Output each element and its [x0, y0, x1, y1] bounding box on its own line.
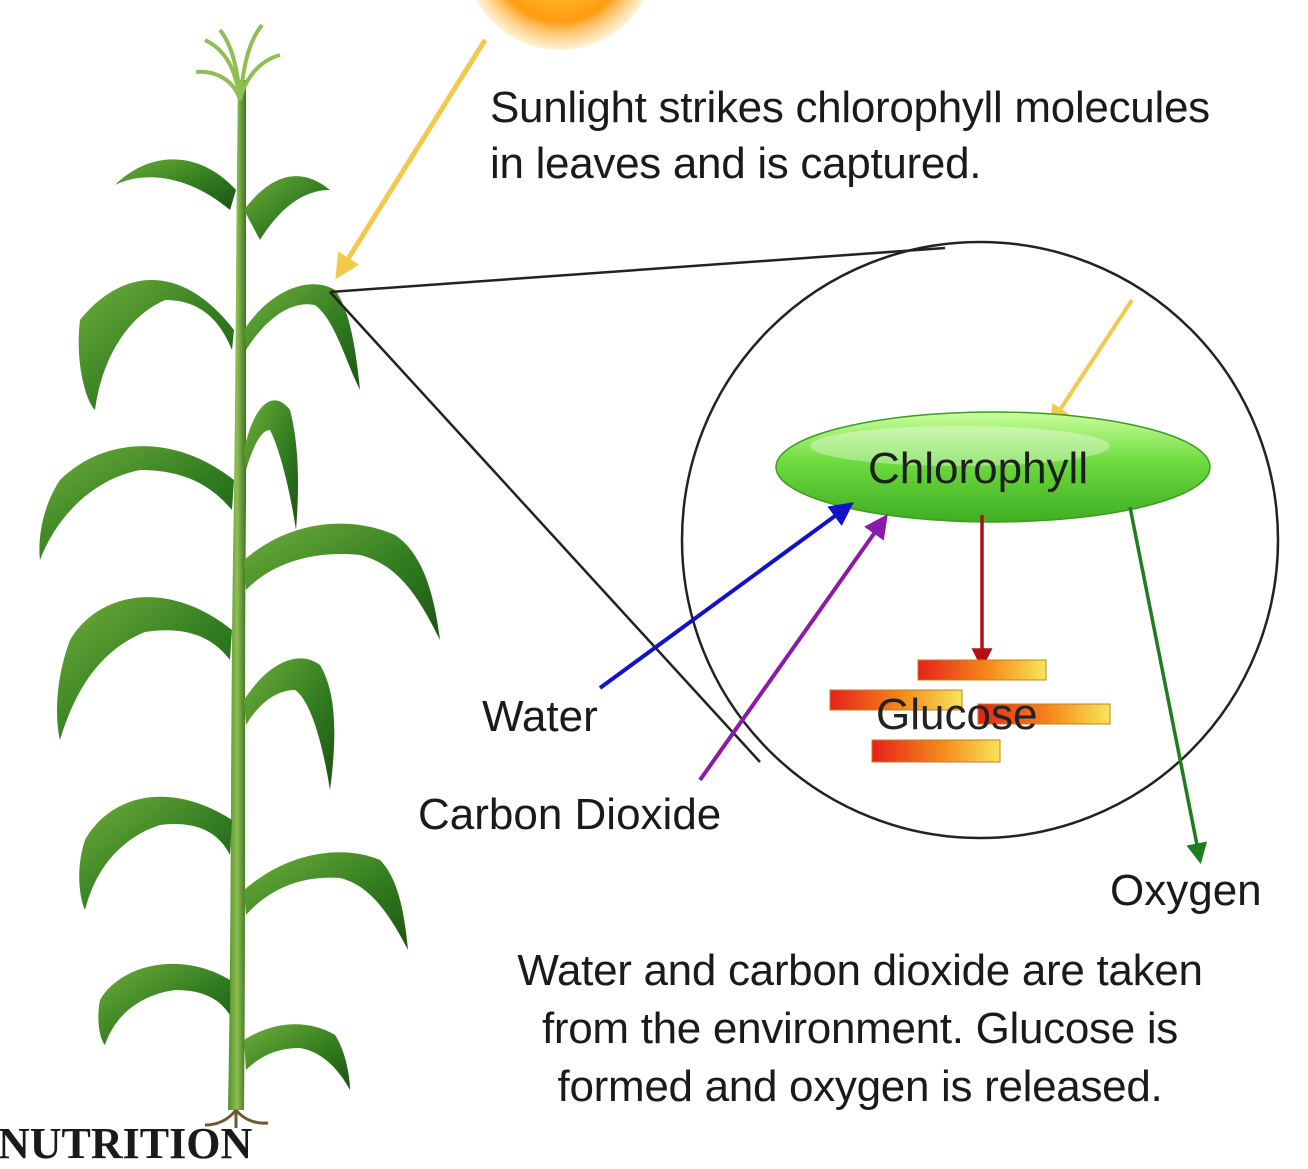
- carbon-dioxide-arrow: [698, 514, 888, 782]
- corn-plant-illustration: [39, 23, 440, 1128]
- magnified-view-circle: [680, 240, 1280, 840]
- zoom-line-top: [329, 246, 946, 294]
- carbon-dioxide-label: Carbon Dioxide: [418, 790, 722, 839]
- oxygen-label: Oxygen: [1110, 866, 1262, 915]
- sun-icon: [476, 0, 644, 50]
- water-arrow: [598, 502, 854, 690]
- zoom-line-bottom: [329, 291, 761, 763]
- top-caption: Sunlight strikes chlorophyll molecules i…: [490, 80, 1210, 192]
- sunlight-arrow-inner: [1049, 298, 1134, 426]
- sunlight-arrow: [335, 38, 488, 280]
- bottom-caption-line-3: formed and oxygen is released.: [557, 1062, 1163, 1111]
- glucose-bars: [829, 659, 1111, 763]
- chlorophyll-ellipse: [775, 411, 1211, 523]
- top-caption-line-1: Sunlight strikes chlorophyll molecules: [490, 83, 1210, 132]
- footer-title: NUTRITION: [0, 1119, 253, 1168]
- bottom-caption-line-1: Water and carbon dioxide are taken: [517, 946, 1203, 995]
- glucose-label: Glucose: [876, 690, 1038, 739]
- bottom-caption: Water and carbon dioxide are taken from …: [440, 942, 1280, 1116]
- top-caption-line-2: in leaves and is captured.: [490, 139, 982, 188]
- oxygen-arrow: [1128, 506, 1208, 865]
- bottom-caption-line-2: from the environment. Glucose is: [541, 1004, 1178, 1053]
- water-label: Water: [482, 692, 598, 741]
- chlorophyll-label: Chlorophyll: [868, 444, 1089, 493]
